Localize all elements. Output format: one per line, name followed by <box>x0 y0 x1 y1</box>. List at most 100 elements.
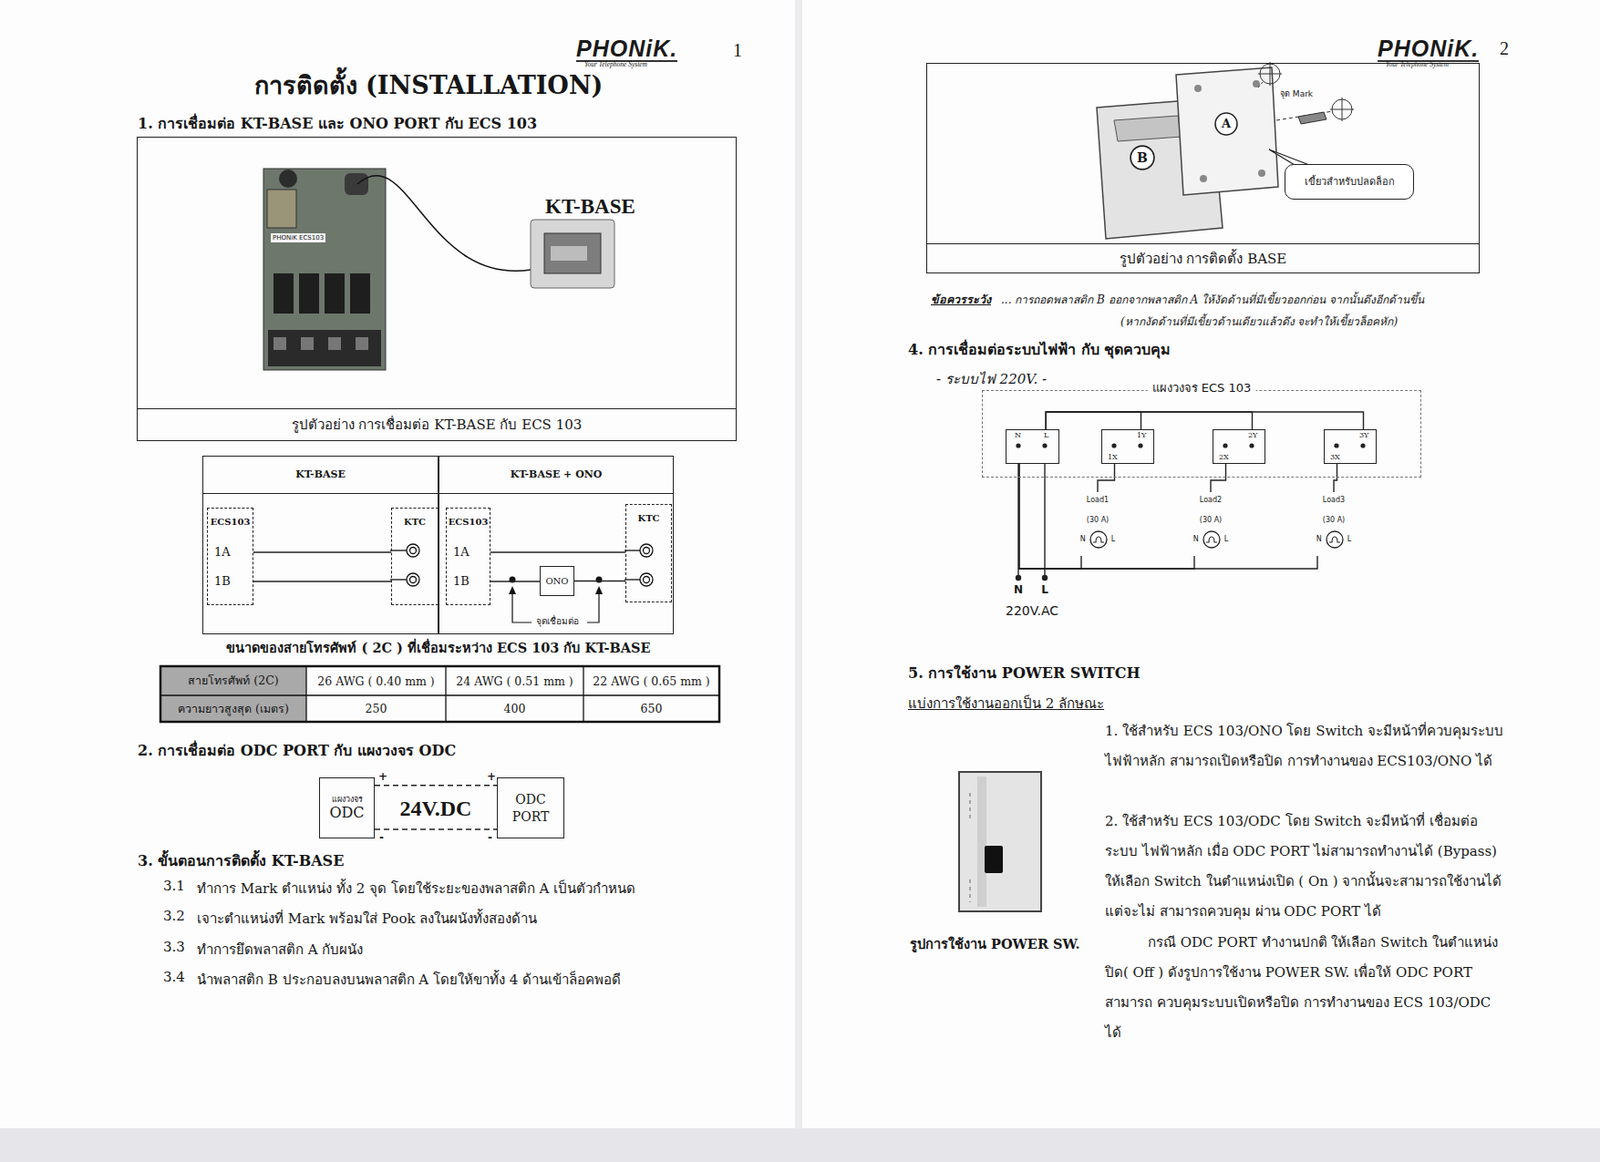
lamp-symbol <box>1201 529 1222 550</box>
wire <box>1019 464 1195 569</box>
terminal-name: 1B <box>214 572 231 591</box>
callout-letter: A <box>1221 116 1231 132</box>
column-header: KT-BASE <box>295 468 346 481</box>
table-cell: 650 <box>583 695 720 723</box>
terminal-name: L <box>1111 535 1115 545</box>
terminal-name: L <box>1224 535 1229 545</box>
brand-tagline: Your Telephone System <box>584 60 648 69</box>
supply-terminal: N <box>1013 583 1023 597</box>
terminal-box: 2Y 2X <box>1212 429 1266 465</box>
wire <box>490 580 540 582</box>
load-name: Load2 <box>1199 495 1222 506</box>
wire <box>1019 464 1082 569</box>
callout-letter: B <box>1136 150 1148 166</box>
terminal-box: 1Y1X <box>1101 429 1155 465</box>
step-number: 3.1 <box>163 877 186 895</box>
load-lamp: Load1(30 A)NL <box>1064 492 1131 557</box>
table-cell: ความยาวสูงสุด (เมตร) <box>160 695 307 723</box>
paragraph: 1. ใช้สำหรับ ECS 103/ONO โดย Switch จะมี… <box>1104 716 1507 777</box>
box-name: ECS103 <box>207 513 253 532</box>
supply-terminal: L <box>1041 583 1049 597</box>
load-name: Load1 <box>1086 495 1109 506</box>
lamp-circle <box>1090 531 1107 548</box>
load-lamp: Load3 (30 A)N L <box>1300 492 1367 557</box>
polarity-sign: - <box>379 831 384 845</box>
base-illustration <box>1096 61 1354 239</box>
step-text: ทำการ Mark ตำแหน่ง ทั้ง 2 จุด โดยใช้ระยะ… <box>196 877 636 900</box>
terminal-box: KTC <box>391 507 439 606</box>
terminal-box: แผงวงจรODC <box>319 777 375 839</box>
terminal-name: 2Y <box>1248 431 1258 441</box>
terminal-box: ECS1031A1B <box>445 507 491 606</box>
terminal-box: ECS103 1A 1B <box>206 507 254 606</box>
section-heading: 2. การเชื่อมต่อ ODC PORT กับ แผงวงจร ODC <box>137 739 456 763</box>
caption-bar: รูปตัวอย่าง การติดตั้ง BASE <box>927 243 1479 273</box>
scan-edge <box>0 1128 1600 1162</box>
wire <box>1045 412 1363 430</box>
lamp-symbol <box>1088 529 1109 550</box>
wire <box>253 580 392 582</box>
box-label: ONO <box>545 576 568 588</box>
terminal-name: N <box>1014 431 1022 441</box>
terminal-dots <box>1015 443 1365 448</box>
pcb-photo <box>263 168 548 371</box>
brand-logo: PHONiK. <box>576 36 678 62</box>
page-title: การติดตั้ง (INSTALLATION) <box>254 65 604 105</box>
polarity-sign: - <box>487 831 493 845</box>
terminal-box: KT-BASE + ONO ECS1031A1B ONO KTC <box>438 455 674 635</box>
paragraph: 2. ใช้สำหรับ ECS 103/ODC โดย Switch จะมี… <box>1104 806 1507 928</box>
table-cell: 250 <box>306 695 446 723</box>
column-header: KT-BASE + ONO <box>510 468 603 481</box>
circuit-region: แผงวงจร ECS 103NL1Y1X2Y2X3Y3X <box>981 390 1422 478</box>
lamp-row: NL <box>1080 529 1115 550</box>
board-label: PHONiK ECS103 <box>270 233 326 243</box>
terminal-box: 3Y3X <box>1323 429 1377 465</box>
section-heading: 5. การใช้งาน POWER SWITCH <box>908 661 1141 685</box>
table-heading: ขนาดของสายโทรศัพท์ ( 2C ) ที่เชื่อมระหว่… <box>226 637 651 659</box>
terminal-name: N <box>1080 535 1086 545</box>
box-name: KTC <box>392 513 438 532</box>
figure-frame: รูปตัวอย่าง การเชื่อมต่อ KT-BASE กับ ECS… <box>136 136 737 442</box>
figure-caption: รูปตัวอย่าง การเชื่อมต่อ KT-BASE กับ ECS… <box>291 416 583 434</box>
wire <box>574 580 626 582</box>
terminal-symbols <box>390 544 653 587</box>
step-text: ทำการยึดพลาสติก A กับผนัง <box>196 939 363 961</box>
caution-text: (หากงัดด้านที่มีเขี้ยวด้านเดียวแล้วดึง จ… <box>1120 312 1398 331</box>
figure-frame: รูปตัวอย่าง การติดตั้ง BASEABเขี้ยวสำหรั… <box>926 62 1480 274</box>
caution-heading: ข้อควรระวัง <box>930 290 991 310</box>
brand-tagline: Your Telephone System <box>1385 60 1449 69</box>
page-number: 1 <box>732 40 743 62</box>
terminal-name: 2X <box>1218 453 1229 463</box>
load-name: Load3 <box>1322 495 1345 506</box>
table-header: KT-BASE + ONO <box>439 456 673 495</box>
load-rating: (30 A) <box>1086 516 1109 526</box>
terminal-name: N <box>1193 535 1199 545</box>
terminal-name: 1A <box>214 543 231 562</box>
step-number: 3.3 <box>163 939 186 956</box>
terminal-name: N <box>1316 535 1322 545</box>
wire <box>490 551 626 553</box>
box-label: ODC PORT <box>507 791 554 825</box>
wire <box>1333 464 1338 493</box>
connection-points <box>508 577 603 624</box>
lamp-symbol <box>1324 529 1345 550</box>
circle-shape <box>1130 145 1155 170</box>
figure-caption: รูปตัวอย่าง การติดตั้ง BASE <box>1119 250 1288 268</box>
load-rating: (30 A) <box>1322 516 1345 526</box>
terminal-box: KT-BASE ECS103 1A 1B KTC <box>202 455 439 635</box>
box-label: ODC <box>329 804 364 822</box>
cable-table <box>160 666 720 723</box>
table-cell: 22 AWG ( 0.65 mm ) <box>583 666 720 696</box>
wire <box>253 551 392 553</box>
terminal-name: L <box>1347 535 1352 545</box>
subheading: แบ่งการใช้งานออกเป็น 2 ลักษณะ <box>908 692 1105 715</box>
box-name: KTC <box>626 509 671 528</box>
terminal-name: 3X <box>1330 453 1341 463</box>
lamp-filament <box>1329 536 1341 543</box>
voltage-label: 24V.DC <box>396 795 476 821</box>
subheading: - ระบบไฟ 220V. - <box>936 368 1047 391</box>
wire <box>1019 464 1318 569</box>
wire <box>1210 464 1227 493</box>
box-name: ECS103 <box>446 513 490 532</box>
